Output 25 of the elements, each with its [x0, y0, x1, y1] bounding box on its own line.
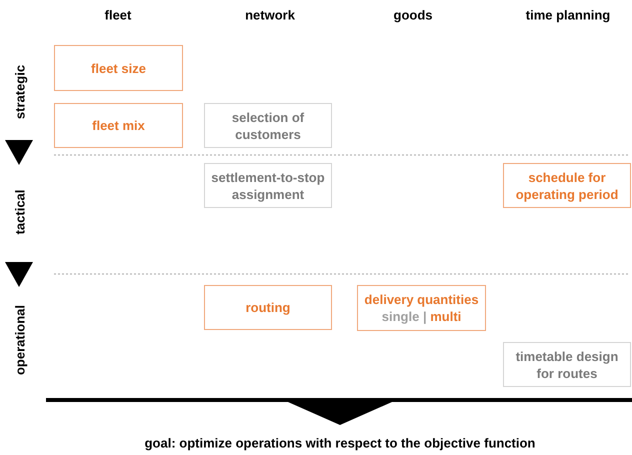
task-box [54, 45, 183, 91]
box-text: schedule for operating period [514, 168, 620, 202]
column-header: time planning [526, 6, 610, 24]
box-text: timetable design for routes [514, 348, 620, 382]
task-box [357, 285, 486, 331]
task-box [54, 103, 183, 148]
row-label: strategic [11, 64, 28, 120]
row-label: tactical [11, 190, 28, 234]
task-box [503, 163, 631, 208]
task-box [503, 342, 631, 387]
box-text: fleet size [91, 60, 146, 76]
task-box [204, 103, 332, 148]
box-text: fleet mix [92, 117, 145, 134]
column-header: fleet [104, 6, 132, 24]
caption: goal: optimize operations with respect to the objective function [144, 434, 536, 452]
box-text: routing [246, 299, 290, 316]
box-text: selection of customers [230, 108, 306, 142]
box-text: settlement-to-stop assignment [210, 168, 326, 202]
task-box [204, 285, 332, 330]
box-text: delivery quantities [364, 291, 479, 308]
row-label: operational [11, 304, 28, 376]
column-header: network [245, 6, 295, 24]
column-header: goods [394, 6, 432, 24]
option-text: single | multi [382, 308, 462, 325]
task-box [204, 163, 332, 208]
